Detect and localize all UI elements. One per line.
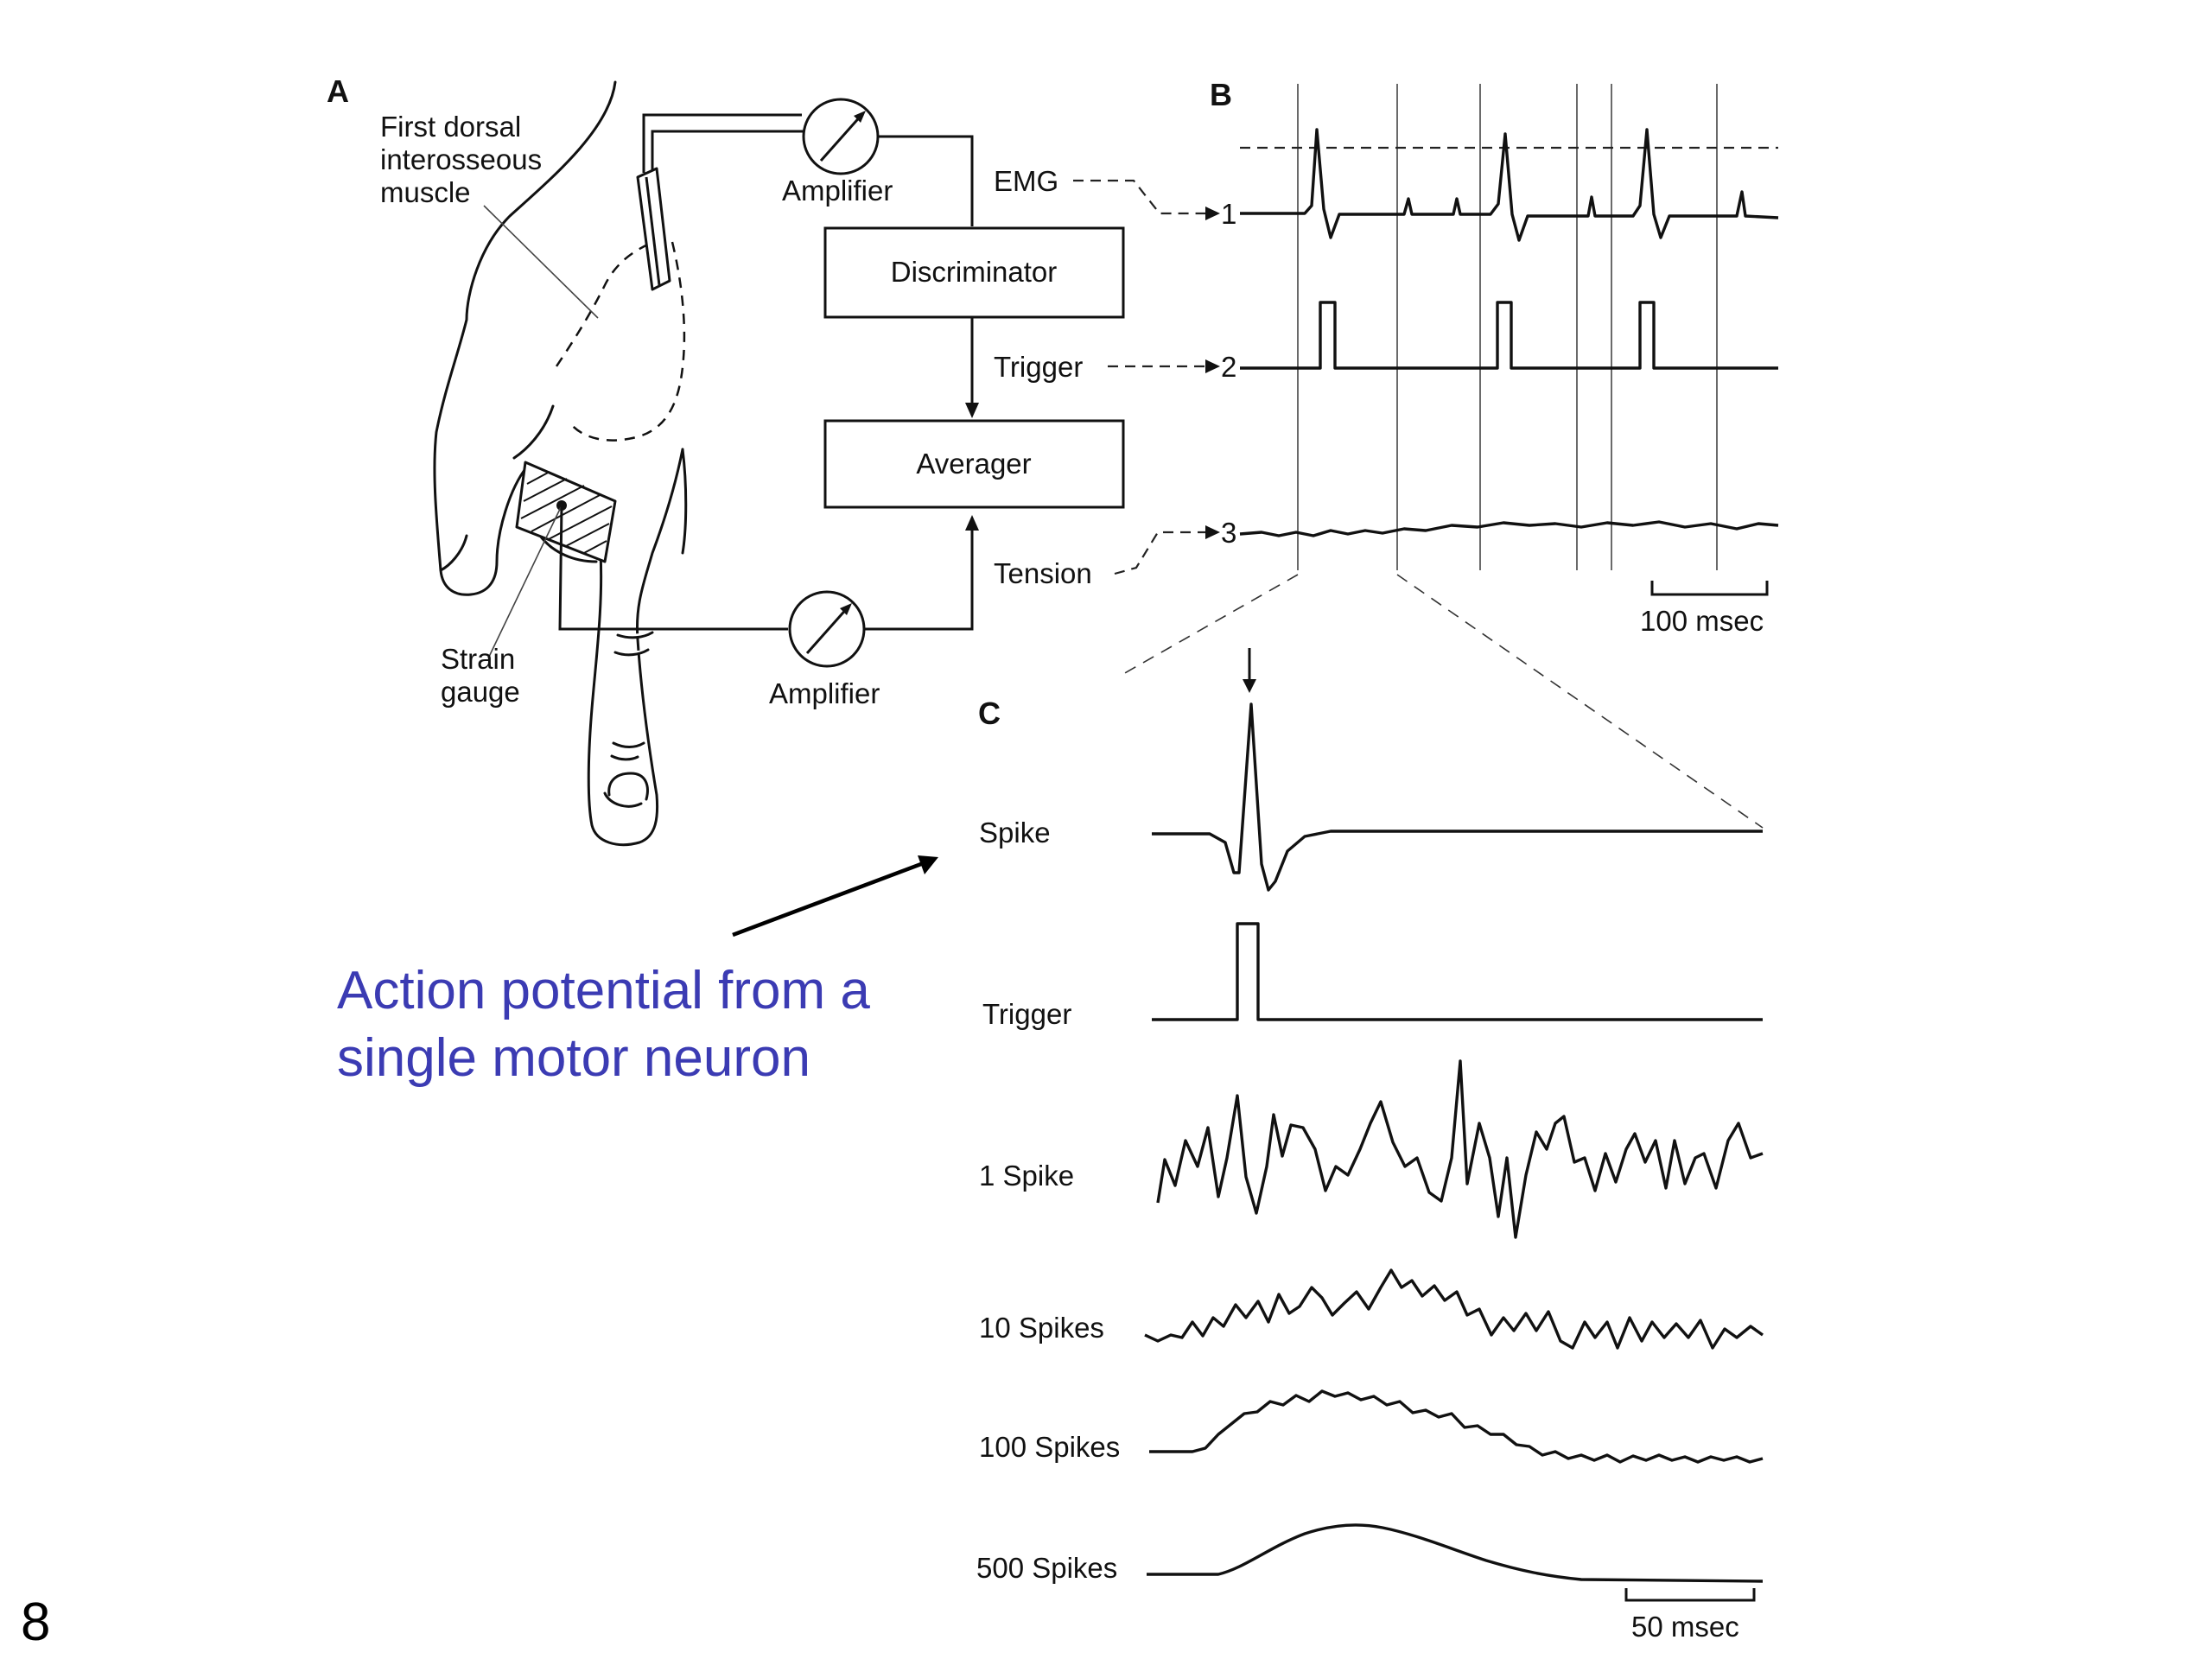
- panel-b: B 1 2 3 100 msec: [1122, 77, 1779, 829]
- c-10-spikes-trace: [1144, 1268, 1764, 1350]
- panel-c: C Spike Trigger 1 Spike 10 Spikes 100 Sp…: [976, 648, 1764, 1643]
- tension-trace: [1239, 520, 1779, 537]
- scale-bar-c-label: 50 msec: [1631, 1611, 1739, 1643]
- emg-label: EMG: [994, 165, 1058, 197]
- emg-wire-inner: [651, 130, 812, 171]
- amplifier-top-icon: [802, 98, 880, 175]
- row-label-500-spikes: 500 Spikes: [976, 1552, 1117, 1584]
- trace-number-2: 2: [1221, 351, 1236, 383]
- strain-gauge-hatch: [520, 471, 613, 554]
- callout-arrow: [732, 855, 938, 938]
- panel-c-letter: C: [978, 696, 1001, 731]
- row-label-spike: Spike: [979, 817, 1051, 849]
- c-spike-trace: [1152, 702, 1763, 892]
- amplifier-bottom-icon: [788, 590, 866, 668]
- emg-trace: [1240, 128, 1779, 242]
- muscle-label-3: muscle: [380, 176, 471, 208]
- averager-in-arrow: [965, 403, 979, 418]
- tension-connector: [1114, 531, 1205, 575]
- row-label-100-spikes: 100 Spikes: [979, 1431, 1120, 1463]
- row-label-trigger: Trigger: [982, 998, 1071, 1030]
- c-trigger-trace: [1152, 922, 1763, 1021]
- strain-gauge-pointer: [487, 505, 563, 659]
- c-500-spikes-trace: [1147, 1523, 1764, 1583]
- trigger-trace: [1240, 301, 1778, 370]
- trigger-label: Trigger: [994, 351, 1083, 383]
- zoom-line-left: [1122, 574, 1299, 675]
- muscle-label-2: interosseous: [380, 143, 542, 175]
- row-label-10-spikes: 10 Spikes: [979, 1312, 1104, 1344]
- callout-line-2: single motor neuron: [337, 1028, 810, 1088]
- amplifier-bottom-label: Amplifier: [769, 677, 880, 709]
- zoom-line-right: [1396, 574, 1764, 829]
- discriminator-label: Discriminator: [891, 256, 1058, 288]
- amp-to-discriminator-wire: [874, 135, 974, 226]
- row-label-1-spike: 1 Spike: [979, 1160, 1074, 1192]
- c-100-spikes-trace: [1149, 1389, 1764, 1464]
- c-1-spike-trace: [1156, 1059, 1764, 1239]
- muscle-pointer-line: [483, 205, 599, 319]
- event-markers: [1297, 84, 1718, 570]
- strain-gauge-label-2: gauge: [441, 676, 520, 708]
- trace-number-1: 1: [1221, 198, 1236, 230]
- callout-text: Action potential from a single motor neu…: [337, 957, 942, 1092]
- emg-connector: [1073, 179, 1205, 215]
- discriminator-box: [823, 226, 1125, 319]
- callout-line-1: Action potential from a: [337, 961, 870, 1020]
- panel-b-letter: B: [1210, 77, 1232, 112]
- muscle-label-1: First dorsal: [380, 111, 521, 143]
- scale-bar-b: [1650, 581, 1769, 596]
- trace-number-3: 3: [1221, 517, 1236, 549]
- averager-label: Averager: [916, 448, 1031, 480]
- tension-in-arrow: [965, 515, 979, 531]
- tension-label: Tension: [994, 557, 1092, 589]
- scale-bar-b-label: 100 msec: [1640, 605, 1764, 637]
- panel-a: A: [327, 73, 1220, 847]
- gauge-wire: [558, 505, 788, 631]
- panel-a-letter: A: [327, 73, 349, 109]
- amplifier-top-label: Amplifier: [782, 175, 893, 207]
- scale-bar-c: [1624, 1588, 1756, 1602]
- slide-number: 8: [21, 1592, 51, 1652]
- hand-illustration: [433, 80, 688, 847]
- strain-gauge-label-1: Strain: [441, 643, 515, 675]
- averager-box: [823, 419, 1125, 509]
- emg-wire-outer: [642, 113, 802, 173]
- amp-to-averager-wire: [864, 527, 974, 631]
